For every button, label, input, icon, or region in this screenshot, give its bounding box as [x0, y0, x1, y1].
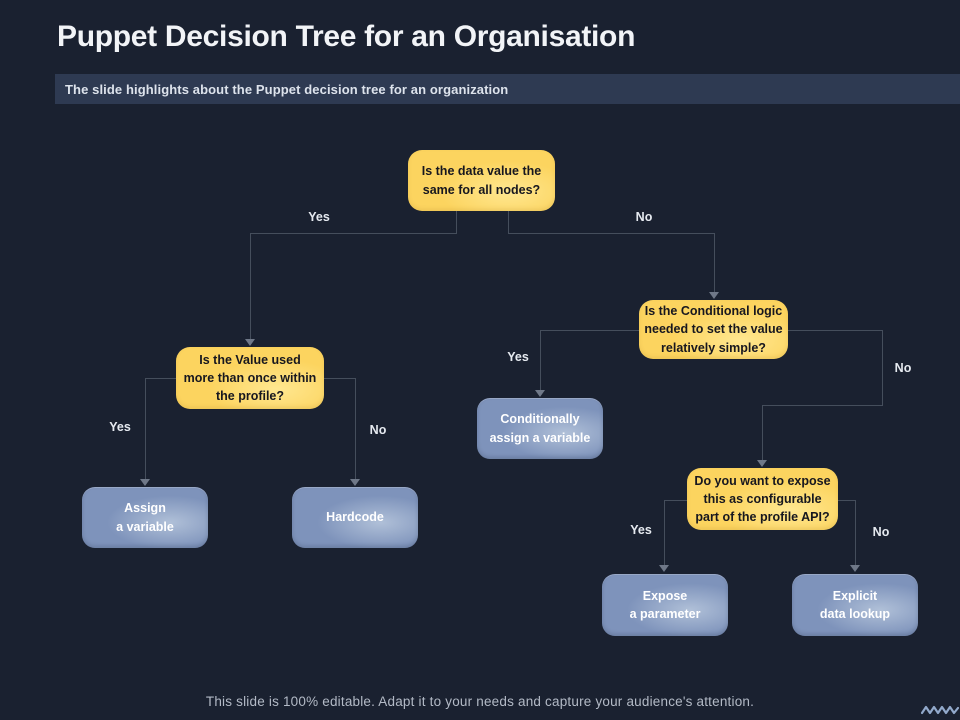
- node-text: Hardcode: [326, 510, 384, 525]
- connector-line: [250, 233, 251, 339]
- branch-label-no: No: [369, 423, 387, 437]
- arrow-down-icon: [535, 390, 545, 397]
- footer-note: This slide is 100% editable. Adapt it to…: [205, 694, 755, 709]
- squiggle-icon: [921, 705, 959, 715]
- connector-line: [714, 233, 715, 292]
- node-text: Assign a variable: [116, 501, 174, 534]
- connector-line: [838, 500, 856, 501]
- arrow-down-icon: [245, 339, 255, 346]
- node-text: Is the Value used more than once within …: [183, 352, 317, 404]
- arrow-down-icon: [350, 479, 360, 486]
- connector-line: [762, 405, 763, 460]
- connector-line: [355, 378, 356, 479]
- connector-line: [324, 378, 355, 379]
- node-question-value-used: Is the Value used more than once within …: [176, 347, 324, 409]
- connector-line: [882, 330, 883, 405]
- branch-label-no: No: [894, 361, 912, 375]
- node-answer-assign-variable: Assign a variable: [82, 487, 208, 548]
- connector-line: [145, 378, 176, 379]
- arrow-down-icon: [757, 460, 767, 467]
- connector-line: [540, 330, 639, 331]
- arrow-down-icon: [659, 565, 669, 572]
- connector-line: [855, 500, 856, 565]
- node-answer-expose-parameter: Expose a parameter: [602, 574, 728, 636]
- node-question-expose-api: Do you want to expose this as configurab…: [687, 468, 838, 530]
- node-answer-hardcode: Hardcode: [292, 487, 418, 548]
- node-text: Conditionally assign a variable: [489, 412, 591, 445]
- branch-label-no: No: [635, 210, 653, 224]
- connector-line: [540, 330, 541, 390]
- connector-line: [250, 233, 457, 234]
- branch-label-no: No: [872, 525, 890, 539]
- node-text: Is the data value the same for all nodes…: [421, 164, 542, 197]
- connector-line: [508, 211, 509, 233]
- subtitle-bar: The slide highlights about the Puppet de…: [55, 74, 960, 104]
- arrow-down-icon: [709, 292, 719, 299]
- branch-label-yes: Yes: [308, 210, 330, 224]
- branch-label-yes: Yes: [109, 420, 131, 434]
- slide-title: Puppet Decision Tree for an Organisation: [57, 20, 636, 53]
- arrow-down-icon: [850, 565, 860, 572]
- node-text: Explicit data lookup: [819, 588, 891, 621]
- node-text: Is the Conditional logic needed to set t…: [644, 304, 783, 355]
- branch-label-yes: Yes: [507, 350, 529, 364]
- subtitle-text: The slide highlights about the Puppet de…: [65, 81, 509, 97]
- connector-line: [145, 378, 146, 479]
- node-answer-conditionally-assign: Conditionally assign a variable: [477, 398, 603, 459]
- node-question-root: Is the data value the same for all nodes…: [408, 150, 555, 211]
- connector-line: [788, 330, 883, 331]
- connector-line: [762, 405, 883, 406]
- node-question-conditional-logic: Is the Conditional logic needed to set t…: [639, 300, 788, 359]
- node-text: Do you want to expose this as configurab…: [694, 473, 831, 525]
- connector-line: [664, 500, 665, 565]
- arrow-down-icon: [140, 479, 150, 486]
- branch-label-yes: Yes: [630, 523, 652, 537]
- connector-line: [508, 233, 715, 234]
- connector-line: [456, 211, 457, 233]
- node-text: Expose a parameter: [629, 588, 701, 621]
- connector-line: [664, 500, 687, 501]
- node-answer-explicit-lookup: Explicit data lookup: [792, 574, 918, 636]
